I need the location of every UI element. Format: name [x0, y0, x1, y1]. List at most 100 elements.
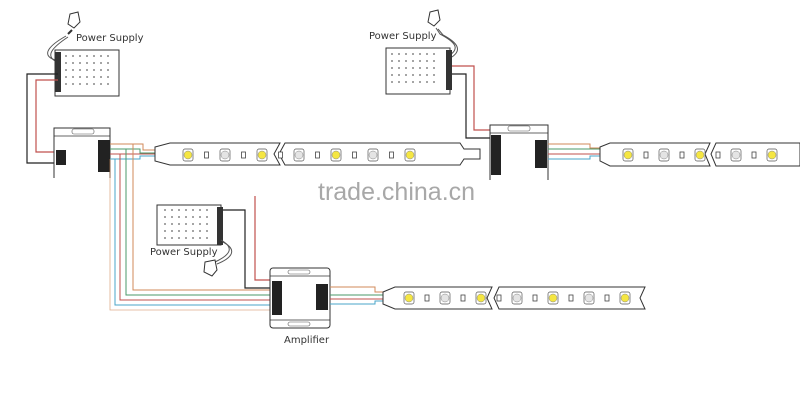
vent-dot	[171, 230, 173, 232]
vent-dot	[426, 53, 428, 55]
vent-dot	[426, 67, 428, 69]
vent-dot	[164, 216, 166, 218]
vent-dot	[419, 67, 421, 69]
vent-dot	[93, 69, 95, 71]
power-supply-label: Power Supply	[369, 31, 437, 42]
vent-dot	[419, 53, 421, 55]
led-grey	[658, 148, 670, 162]
wire-red	[35, 79, 58, 153]
vent-dot	[72, 69, 74, 71]
vent-dot	[433, 74, 435, 76]
vent-dot	[199, 209, 201, 211]
vent-dot	[199, 237, 201, 239]
vent-dot	[192, 209, 194, 211]
vent-dot	[206, 237, 208, 239]
vent-dot	[107, 55, 109, 57]
vent-dot	[86, 76, 88, 78]
vent-dot	[185, 223, 187, 225]
wire-black	[223, 209, 272, 289]
vent-dot	[100, 76, 102, 78]
rgb-wires-3	[330, 286, 385, 305]
resistor	[751, 151, 757, 159]
vent-dot	[86, 83, 88, 85]
vent-dot	[199, 216, 201, 218]
vent-dot	[433, 53, 435, 55]
vent-dot	[419, 60, 421, 62]
vent-dot	[171, 223, 173, 225]
wire-red	[254, 196, 272, 281]
vent-dot	[164, 209, 166, 211]
vent-dot	[107, 76, 109, 78]
vent-dot	[398, 81, 400, 83]
vent-dot	[164, 223, 166, 225]
resistor	[532, 294, 538, 302]
vent-dot	[412, 60, 414, 62]
vent-dot	[391, 74, 393, 76]
vent-dot	[391, 53, 393, 55]
vent-dot	[185, 230, 187, 232]
vent-dot	[164, 230, 166, 232]
power-supply-label: Power Supply	[76, 33, 144, 44]
led-yellow	[766, 148, 778, 162]
vent-dot	[398, 60, 400, 62]
vent-dot	[178, 237, 180, 239]
led-grey	[367, 148, 379, 162]
vent-dot	[79, 55, 81, 57]
amplifier-1	[489, 124, 549, 180]
power-plug-icon	[203, 239, 233, 277]
vent-dot	[65, 83, 67, 85]
vent-dot	[391, 60, 393, 62]
led-grey	[439, 291, 451, 305]
vent-dot	[426, 74, 428, 76]
vent-dot	[86, 62, 88, 64]
vent-dot	[185, 216, 187, 218]
vent-dot	[65, 55, 67, 57]
vent-dot	[171, 209, 173, 211]
vent-dot	[185, 237, 187, 239]
resistor	[241, 151, 246, 159]
vent-dot	[433, 81, 435, 83]
led-yellow	[619, 291, 631, 305]
vent-dot	[65, 69, 67, 71]
vent-dot	[93, 76, 95, 78]
power-supply-body	[54, 49, 120, 97]
vent-dot	[192, 223, 194, 225]
resistor	[643, 151, 649, 159]
led-grey	[511, 291, 523, 305]
vent-dot	[405, 53, 407, 55]
power-supply-terminal	[55, 52, 61, 92]
vent-dot	[93, 83, 95, 85]
vent-dot	[107, 62, 109, 64]
vent-dot	[79, 76, 81, 78]
power-plug-icon	[427, 9, 458, 58]
vent-dot	[412, 67, 414, 69]
vent-dot	[79, 62, 81, 64]
vent-dot	[107, 83, 109, 85]
led-yellow	[547, 291, 559, 305]
vent-dot	[100, 69, 102, 71]
led-yellow	[182, 148, 194, 162]
resistor	[568, 294, 574, 302]
vent-dot	[72, 62, 74, 64]
resistor	[389, 151, 394, 159]
vent-dot	[391, 81, 393, 83]
led-grey	[219, 148, 231, 162]
power-supply-3: Power Supply	[150, 204, 233, 277]
vent-dot	[398, 74, 400, 76]
vent-dot	[65, 76, 67, 78]
watermark: trade.china.cn	[318, 178, 475, 206]
resistor	[352, 151, 357, 159]
led-grey	[583, 291, 595, 305]
vent-dot	[86, 69, 88, 71]
vent-dot	[79, 83, 81, 85]
vent-dot	[419, 81, 421, 83]
resistor	[679, 151, 685, 159]
led-yellow	[256, 148, 268, 162]
rgb-wires-2	[548, 143, 603, 160]
vent-dot	[72, 76, 74, 78]
vent-dot	[206, 209, 208, 211]
vent-dot	[426, 81, 428, 83]
output-terminal	[98, 140, 110, 172]
vent-dot	[206, 230, 208, 232]
